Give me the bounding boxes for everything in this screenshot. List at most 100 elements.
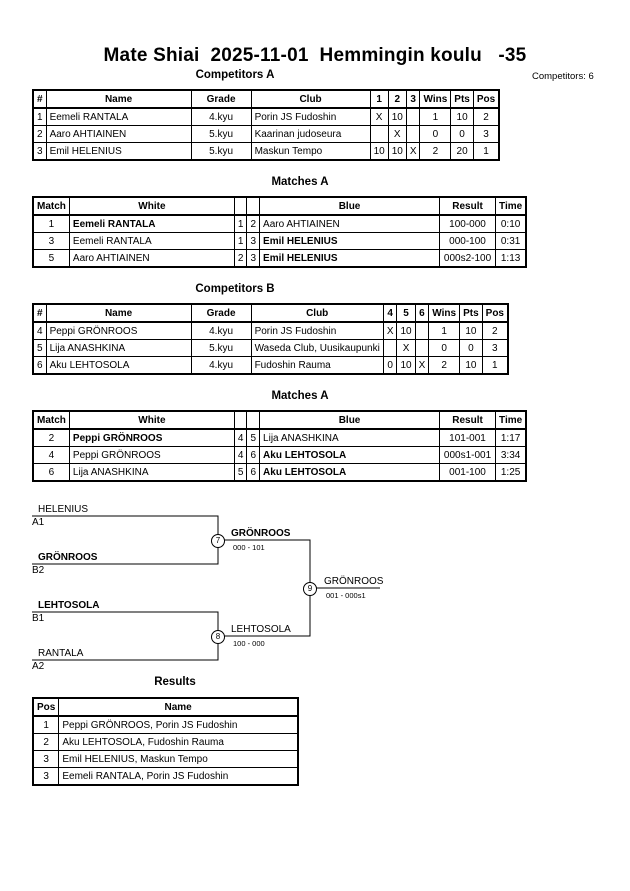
table-row: 4 Peppi GRÖNROOS 4 6 Aku LEHTOSOLA 000s1… <box>32 446 527 464</box>
cell: Lija ANASHKINA <box>45 339 192 357</box>
cell: 10 <box>387 107 407 126</box>
cell: Porin JS Fudoshin <box>250 107 371 126</box>
match-time: 0:31 <box>495 232 527 250</box>
col-header: Pts <box>450 89 474 109</box>
bracket-score: 000 - 101 <box>233 543 265 552</box>
section-heading-competitors-b: Competitors B <box>195 283 275 295</box>
white-player: Lija ANASHKINA <box>68 463 235 482</box>
match-result: 100-000 <box>439 214 497 233</box>
match-result: 000s2-100 <box>439 249 497 268</box>
blue-number: 5 <box>246 428 261 447</box>
table-row: 6 Aku LEHTOSOLA 4.kyu Fudoshin Rauma 0 1… <box>32 356 509 375</box>
cell: 5 <box>32 339 47 357</box>
cell: Peppi GRÖNROOS <box>45 321 192 340</box>
blue-number: 3 <box>246 249 261 268</box>
bracket-seed: B2 <box>32 565 45 576</box>
cell <box>369 125 389 143</box>
table-row: 3 Emil HELENIUS 5.kyu Maskun Tempo 10 10… <box>32 142 500 161</box>
white-player: Peppi GRÖNROOS <box>68 446 235 464</box>
col-header: Result <box>439 196 497 216</box>
table-header-row: # Name Grade Club 4 5 6 Wins Pts Pos <box>32 303 509 323</box>
cell: 1 <box>32 107 47 126</box>
blue-number: 6 <box>246 463 261 482</box>
col-header: 3 <box>405 89 421 109</box>
results-table: Pos Name 1 Peppi GRÖNROOS, Porin JS Fudo… <box>32 697 299 786</box>
result-position: 2 <box>32 733 60 751</box>
table-row: 3 Eemeli RANTALA, Porin JS Fudoshin <box>32 767 299 786</box>
white-player: Eemeli RANTALA <box>68 232 235 250</box>
col-header: 2 <box>387 89 407 109</box>
result-name: Emil HELENIUS, Maskun Tempo <box>58 750 299 768</box>
blue-player: Aku LEHTOSOLA <box>259 463 441 482</box>
col-header: White <box>68 196 235 216</box>
cell: 2 <box>419 142 452 161</box>
cell: Eemeli RANTALA <box>45 107 192 126</box>
match-time: 3:34 <box>495 446 527 464</box>
match-result: 000-100 <box>439 232 497 250</box>
bracket-final-winner: GRÖNROOS <box>324 576 384 587</box>
white-number: 2 <box>233 249 248 268</box>
cell: Porin JS Fudoshin <box>250 321 384 340</box>
bracket-winner: LEHTOSOLA <box>231 624 291 635</box>
blue-number: 3 <box>246 232 261 250</box>
col-header: 6 <box>414 303 430 323</box>
cell: 0 <box>459 339 483 357</box>
cell: 0 <box>450 125 474 143</box>
result-position: 1 <box>32 715 60 734</box>
cell: 4.kyu <box>190 107 252 126</box>
cell: Emil HELENIUS <box>45 142 192 161</box>
col-header: Match <box>32 410 70 430</box>
table-row: 1 Eemeli RANTALA 1 2 Aaro AHTIAINEN 100-… <box>32 214 527 233</box>
cell <box>405 125 421 143</box>
cell: 10 <box>459 356 483 375</box>
cell: 3 <box>32 142 47 161</box>
blue-number: 2 <box>246 214 261 233</box>
white-number: 1 <box>233 232 248 250</box>
col-header: # <box>32 89 47 109</box>
competitor-count: Competitors: 6 <box>532 71 594 82</box>
section-heading-matches-b: Matches A <box>271 390 329 402</box>
col-header <box>246 196 261 216</box>
white-number: 1 <box>233 214 248 233</box>
cell: 0 <box>382 356 398 375</box>
match-time: 1:25 <box>495 463 527 482</box>
matches-b-table: Match White Blue Result Time 2 Peppi GRÖ… <box>32 410 528 482</box>
cell: 10 <box>387 142 407 161</box>
cell: 3 <box>472 125 500 143</box>
col-header: Blue <box>259 410 441 430</box>
col-header: Club <box>250 89 371 109</box>
cell: X <box>405 142 421 161</box>
table-row: 1 Eemeli RANTALA 4.kyu Porin JS Fudoshin… <box>32 107 500 126</box>
match-result: 001-100 <box>439 463 497 482</box>
cell: 1 <box>481 356 509 375</box>
blue-player: Lija ANASHKINA <box>259 428 441 447</box>
col-header: Grade <box>190 89 252 109</box>
match-number: 4 <box>32 446 70 464</box>
match-time: 1:17 <box>495 428 527 447</box>
cell: X <box>396 339 416 357</box>
cell: Kaarinan judoseura <box>250 125 371 143</box>
bracket-match-number: 8 <box>211 630 225 644</box>
bracket-score: 001 - 000s1 <box>326 591 366 600</box>
col-header: Pos <box>481 303 509 323</box>
table-row: 5 Aaro AHTIAINEN 2 3 Emil HELENIUS 000s2… <box>32 249 527 268</box>
cell: 1 <box>419 107 452 126</box>
cell: 10 <box>450 107 474 126</box>
col-header: Name <box>58 697 299 717</box>
result-name: Eemeli RANTALA, Porin JS Fudoshin <box>58 767 299 786</box>
cell: 0 <box>419 125 452 143</box>
col-header: Wins <box>428 303 461 323</box>
col-header: Blue <box>259 196 441 216</box>
bracket-match-number: 7 <box>211 534 225 548</box>
col-header: Wins <box>419 89 452 109</box>
cell <box>382 339 398 357</box>
white-player: Peppi GRÖNROOS <box>68 428 235 447</box>
match-number: 1 <box>32 214 70 233</box>
cell: 1 <box>428 321 461 340</box>
col-header: White <box>68 410 235 430</box>
col-header: 4 <box>382 303 398 323</box>
cell: 1 <box>472 142 500 161</box>
col-header: Match <box>32 196 70 216</box>
cell: 10 <box>396 321 416 340</box>
table-row: 2 Aaro AHTIAINEN 5.kyu Kaarinan judoseur… <box>32 125 500 143</box>
